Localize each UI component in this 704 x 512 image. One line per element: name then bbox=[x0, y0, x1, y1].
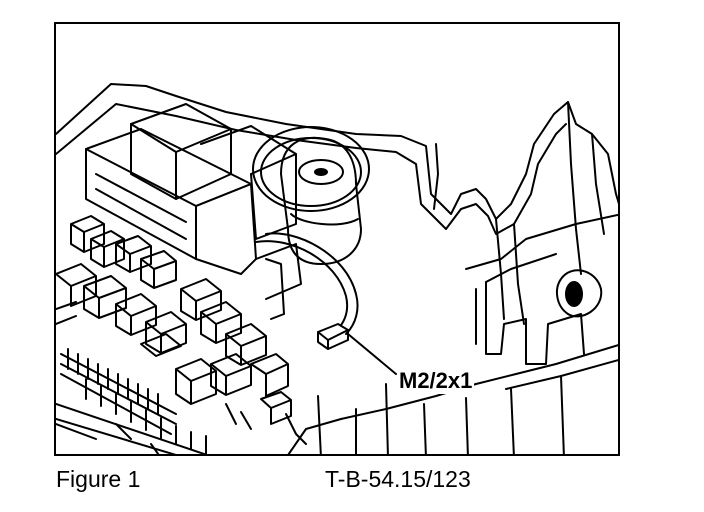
housing-outline bbox=[56, 83, 618, 325]
connector-m2-2x1 bbox=[317, 323, 349, 350]
coil-component bbox=[252, 126, 370, 265]
mounting-slot bbox=[555, 269, 603, 318]
wire-harness bbox=[255, 232, 359, 335]
technical-illustration bbox=[56, 83, 618, 454]
callout-leader-line bbox=[347, 333, 397, 375]
figure-caption: Figure 1 bbox=[56, 466, 141, 492]
figure-reference-code: T-B-54.15/123 bbox=[325, 466, 471, 492]
housing-rim bbox=[56, 413, 307, 445]
relay-blocks bbox=[85, 103, 302, 320]
small-relays bbox=[56, 215, 292, 425]
figure-frame: M2/2x1 bbox=[54, 22, 620, 456]
lower-walls bbox=[287, 281, 618, 454]
callout-label: M2/2x1 bbox=[397, 368, 475, 394]
fuse-rows bbox=[56, 348, 252, 454]
